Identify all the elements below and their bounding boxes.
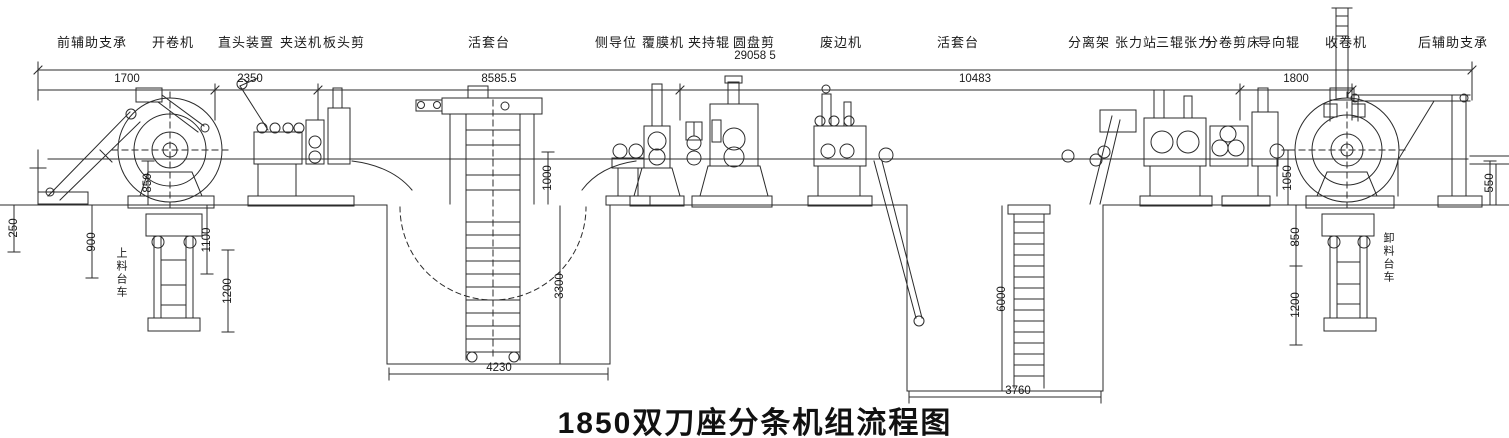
dim-1000: 1000 [542,165,554,191]
laminator-disc-shear-group-drawing [605,75,773,208]
loop-table-2-drawing [873,147,1075,389]
dim-850-left: 850 [142,173,154,193]
dimension-lines [7,61,1497,404]
label-straightener: 直头装置 [218,35,275,50]
loop-pit-2 [906,204,1104,392]
label-unloading-cart: 卸料台车 [1382,232,1394,284]
label-laminator: 覆膜机 [642,35,685,50]
front-auxiliary-support-drawing [29,108,141,205]
dim-1200-right: 1200 [1290,292,1302,318]
dim-6000: 6000 [996,286,1008,312]
label-loading-cart: 上料台车 [115,247,127,299]
label-tension-station: 张力站 [1115,35,1158,50]
label-side-guide: 侧导位 [595,35,638,50]
label-clamp-roller: 夹持辊 [688,35,731,50]
scrap-edge-machine-drawing [807,84,873,207]
label-recoiler: 收卷机 [1325,35,1368,50]
label-guide-roller: 导向辊 [1258,35,1301,50]
dim-1800: 1800 [1283,73,1309,85]
label-separator-frame: 分离架 [1068,35,1111,50]
dim-4230: 4230 [486,362,512,374]
drawing-title: 1850双刀座分条机组流程图 [557,407,953,438]
label-pinch-feeder: 夹送机 [280,35,323,50]
dim-1100: 1100 [201,227,213,253]
dim-250: 250 [8,218,20,238]
label-uncoiler: 开卷机 [152,35,195,50]
label-three-roll-tension: 三辊张力 [1156,35,1213,50]
loop-table-1-drawing [351,85,637,363]
label-disc-shear: 圆盘剪 [733,35,776,50]
label-head-shear: 板头剪 [323,35,366,50]
label-loop-table-2: 活套台 [937,35,980,50]
label-recoil-shear: 分卷剪床 [1205,35,1262,50]
dim-overall-length: 29058 5 [734,50,776,62]
loading-cart-drawing [145,213,203,332]
dim-1700: 1700 [114,73,140,85]
dim-10483: 10483 [959,73,991,85]
label-front-auxiliary-support: 前辅助支承 [57,35,128,50]
dim-8585-5: 8585.5 [481,73,517,85]
straightener-group-drawing [236,77,355,207]
dim-2350: 2350 [237,73,263,85]
unloading-cart-drawing [1321,213,1377,332]
dim-3760: 3760 [1005,385,1031,397]
loop-pit-1 [386,204,611,365]
rear-auxiliary-support-drawing [1350,93,1509,208]
tension-shear-group-drawing [1089,87,1285,207]
dim-1050: 1050 [1282,165,1294,191]
dim-1200-left: 1200 [222,278,234,304]
uncoiler-drawing [111,87,229,211]
label-scrap-edge-machine: 废边机 [820,35,863,50]
dim-850-right: 850 [1290,227,1302,247]
label-rear-auxiliary-support: 后辅助支承 [1418,35,1489,50]
label-loop-table-1: 活套台 [468,35,511,50]
dim-900: 900 [86,232,98,252]
recoiler-drawing [1288,7,1406,211]
dim-3300: 3300 [554,273,566,299]
dim-550: 550 [1484,173,1496,193]
